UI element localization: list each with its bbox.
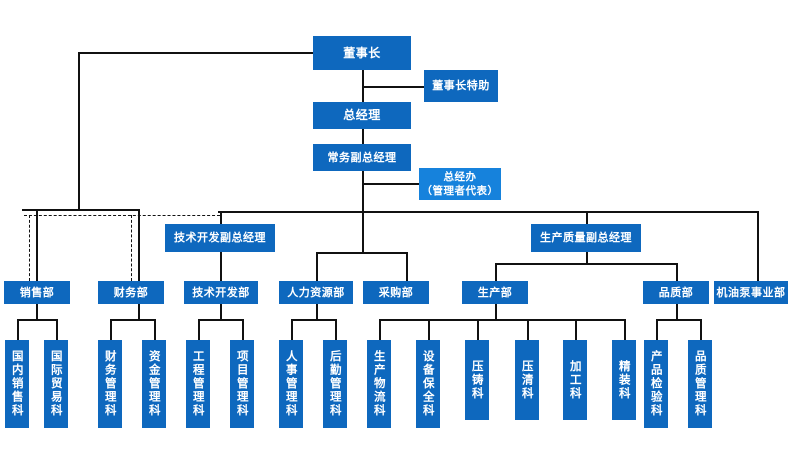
connector-prod-c5: [575, 319, 577, 340]
connector-gm-to-edgm: [362, 128, 364, 146]
node-section-finishing[interactable]: 精装科: [612, 340, 636, 420]
node-dept-tech[interactable]: 技术开发部: [184, 281, 258, 304]
node-executive-deputy-gm[interactable]: 常务副总经理: [313, 144, 411, 171]
node-section-logistics-mgmt[interactable]: 后勤管理科: [323, 340, 347, 428]
connector-hr-bar: [291, 319, 336, 321]
node-section-press-clean[interactable]: 压清科: [515, 340, 539, 420]
node-deputy-gm-production[interactable]: 生产质量副总经理: [531, 224, 641, 252]
connector-prod-c2: [428, 319, 430, 340]
connector-chairman-bar: [22, 209, 140, 211]
connector-assistant-branch: [362, 86, 425, 88]
gm-office-line-1: 总经办: [443, 170, 477, 183]
connector-quality-c2: [700, 319, 702, 340]
connector-finance-bar: [110, 319, 155, 321]
connector-main-bar: [218, 211, 758, 213]
connector-sales-solid: [36, 209, 38, 281]
connector-to-purchasing: [406, 252, 408, 281]
connector-prod-c4: [527, 319, 529, 340]
node-section-equipment-maint[interactable]: 设备保全科: [416, 340, 440, 428]
node-section-project-mgmt[interactable]: 项目管理科: [230, 340, 254, 428]
gm-office-line-2: （管理者代表）: [421, 185, 499, 197]
connector-quality-down: [676, 303, 678, 320]
node-dept-purchasing[interactable]: 采购部: [363, 281, 429, 304]
node-section-intl-trade[interactable]: 国际贸易科: [44, 340, 68, 428]
connector-chairman-left: [78, 52, 313, 54]
connector-hr-down: [316, 303, 318, 320]
connector-prod-group-bar: [495, 263, 677, 265]
connector-sales-c1: [17, 319, 19, 340]
connector-sales-down: [36, 303, 38, 320]
connector-quality-c1: [656, 319, 658, 340]
node-dept-finance[interactable]: 财务部: [98, 281, 164, 304]
connector-sales-bar: [17, 319, 57, 321]
connector-sales-c2: [56, 319, 58, 340]
connector-to-hr: [316, 252, 318, 281]
connector-hr-c1: [291, 319, 293, 340]
node-section-machining[interactable]: 加工科: [563, 340, 587, 420]
connector-tech-c2: [242, 319, 244, 340]
connector-tech-bar: [198, 319, 243, 321]
node-section-personnel-mgmt[interactable]: 人事管理科: [279, 340, 303, 428]
connector-tech-down: [220, 303, 222, 320]
connector-hr-c2: [335, 319, 337, 340]
connector-gmoffice-branch: [362, 183, 420, 185]
connector-dashed-bar: [24, 215, 220, 216]
connector-production-down: [495, 303, 497, 320]
node-dept-sales[interactable]: 销售部: [4, 281, 70, 304]
connector-bar-to-hr-group: [362, 211, 364, 253]
connector-to-quality: [676, 263, 678, 281]
connector-prod-c1: [379, 319, 381, 340]
node-section-finance-mgmt[interactable]: 财务管理科: [98, 340, 122, 428]
connector-to-oilpump: [757, 211, 759, 281]
connector-prod-dgm-down: [586, 251, 588, 264]
node-chairman-assistant[interactable]: 董事长特助: [424, 70, 498, 102]
node-dept-production[interactable]: 生产部: [462, 281, 528, 304]
node-section-die-casting[interactable]: 压铸科: [465, 340, 489, 420]
connector-finance-solid: [138, 209, 140, 281]
node-dept-oilpump[interactable]: 机油泵事业部: [714, 281, 788, 304]
connector-bar-to-tech-dgm: [220, 211, 222, 225]
connector-dashed-finance: [131, 215, 132, 281]
node-section-funds-mgmt[interactable]: 资金管理科: [142, 340, 166, 428]
connector-to-production: [495, 263, 497, 281]
connector-quality-bar: [656, 319, 701, 321]
node-section-quality-mgmt[interactable]: 品质管理科: [688, 340, 712, 428]
connector-bar-to-prod-dgm: [586, 211, 588, 225]
node-section-product-inspect[interactable]: 产品检验科: [644, 340, 668, 428]
node-deputy-gm-tech[interactable]: 技术开发副总经理: [165, 224, 275, 252]
node-gm-office[interactable]: 总经办 （管理者代表）: [419, 168, 501, 200]
connector-edgm-to-bar: [362, 170, 364, 213]
node-dept-quality[interactable]: 品质部: [643, 281, 709, 304]
connector-chairman-to-gm: [362, 70, 364, 104]
connector-chairman-trunk: [78, 52, 80, 210]
connector-finance-c2: [154, 319, 156, 340]
connector-prod-c6: [624, 319, 626, 340]
node-section-engineering[interactable]: 工程管理科: [186, 340, 210, 428]
connector-tech-c1: [198, 319, 200, 340]
connector-tech-dgm-to-dept: [220, 251, 222, 281]
node-dept-hr[interactable]: 人力资源部: [279, 281, 353, 304]
connector-finance-c1: [110, 319, 112, 340]
connector-dashed-sales: [29, 215, 30, 281]
node-section-prod-logistics[interactable]: 生产物流科: [367, 340, 391, 428]
node-chairman[interactable]: 董事长: [313, 36, 411, 70]
connector-production-bar: [379, 319, 625, 321]
connector-finance-down: [138, 303, 140, 320]
connector-hr-group-bar: [316, 252, 408, 254]
node-general-manager[interactable]: 总经理: [313, 102, 411, 129]
node-section-domestic-sales[interactable]: 国内销售科: [5, 340, 29, 428]
connector-prod-c3: [477, 319, 479, 340]
